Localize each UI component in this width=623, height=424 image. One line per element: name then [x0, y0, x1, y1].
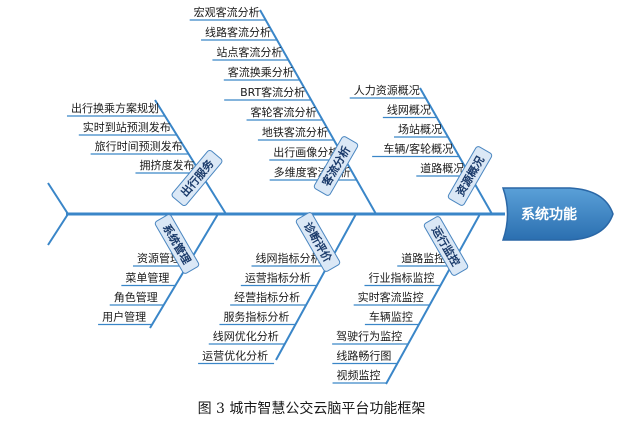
- item-label: 视频监控: [337, 368, 381, 382]
- item-label: 行业指标监控: [368, 271, 434, 285]
- item-label: 服务指标分析: [223, 310, 289, 324]
- item-label: 驾驶行为监控: [336, 329, 402, 343]
- item-label: 车辆/客轮概况: [383, 142, 453, 156]
- item-label: 用户管理: [102, 310, 146, 324]
- item-label: 旅行时间预测发布: [95, 139, 183, 153]
- head-label: 系统功能: [521, 206, 577, 223]
- bone-ziyuan: [419, 87, 493, 215]
- item-label: 线网概况: [387, 103, 431, 117]
- fish-tail: [47, 182, 70, 246]
- item-label: 人力资源概况: [354, 83, 420, 97]
- item-label: 拥挤度发布: [139, 158, 194, 172]
- category-xitong: 系统管理: [154, 214, 200, 274]
- category-box: [447, 146, 493, 206]
- category-box: [313, 136, 359, 196]
- category-box: [171, 149, 223, 207]
- item-label: 经营指标分析: [234, 290, 300, 304]
- item-label: 线网指标分析: [256, 251, 322, 265]
- item-label: 车辆监控: [369, 310, 413, 324]
- item-label: 宏观客流分析: [194, 5, 260, 19]
- item-label: 角色管理: [114, 290, 158, 304]
- item-label: 运营优化分析: [202, 349, 268, 363]
- category-box: [295, 212, 341, 272]
- item-label: 线路畅行图: [336, 349, 391, 363]
- category-box: [154, 214, 200, 274]
- bone-chuxing: [154, 99, 227, 215]
- item-label: 实时到站预测发布: [83, 120, 171, 134]
- category-box: [423, 216, 469, 276]
- item-label: 出行换乘方案规划: [71, 101, 159, 115]
- bone-zhenduan: [275, 213, 357, 361]
- item-label: 客流换乘分析: [228, 65, 294, 79]
- item-label: BRT客流分析: [240, 85, 305, 99]
- item-label: 线路客流分析: [205, 25, 271, 39]
- item-label: 场站概况: [398, 122, 442, 136]
- item-label: 道路概况: [420, 161, 464, 175]
- item-label: 客轮客流分析: [251, 105, 317, 119]
- item-label: 资源管理: [137, 251, 181, 265]
- item-label: 道路监控: [401, 251, 445, 265]
- item-label: 站点客流分析: [216, 45, 282, 59]
- item-label: 运营指标分析: [245, 271, 311, 285]
- fish-head: 系统功能: [501, 187, 614, 241]
- item-label: 线网优化分析: [213, 329, 279, 343]
- item-label: 出行画像分析: [273, 145, 339, 159]
- bone-yunxing: [385, 213, 481, 385]
- category-keliu: 客流分析: [313, 136, 359, 196]
- item-label: 地铁客流分析: [262, 125, 328, 139]
- item-label: 菜单管理: [125, 271, 169, 285]
- figure-caption: 图 3 城市智慧公交云脑平台功能框架: [197, 401, 426, 417]
- item-label: 实时客流监控: [358, 290, 424, 304]
